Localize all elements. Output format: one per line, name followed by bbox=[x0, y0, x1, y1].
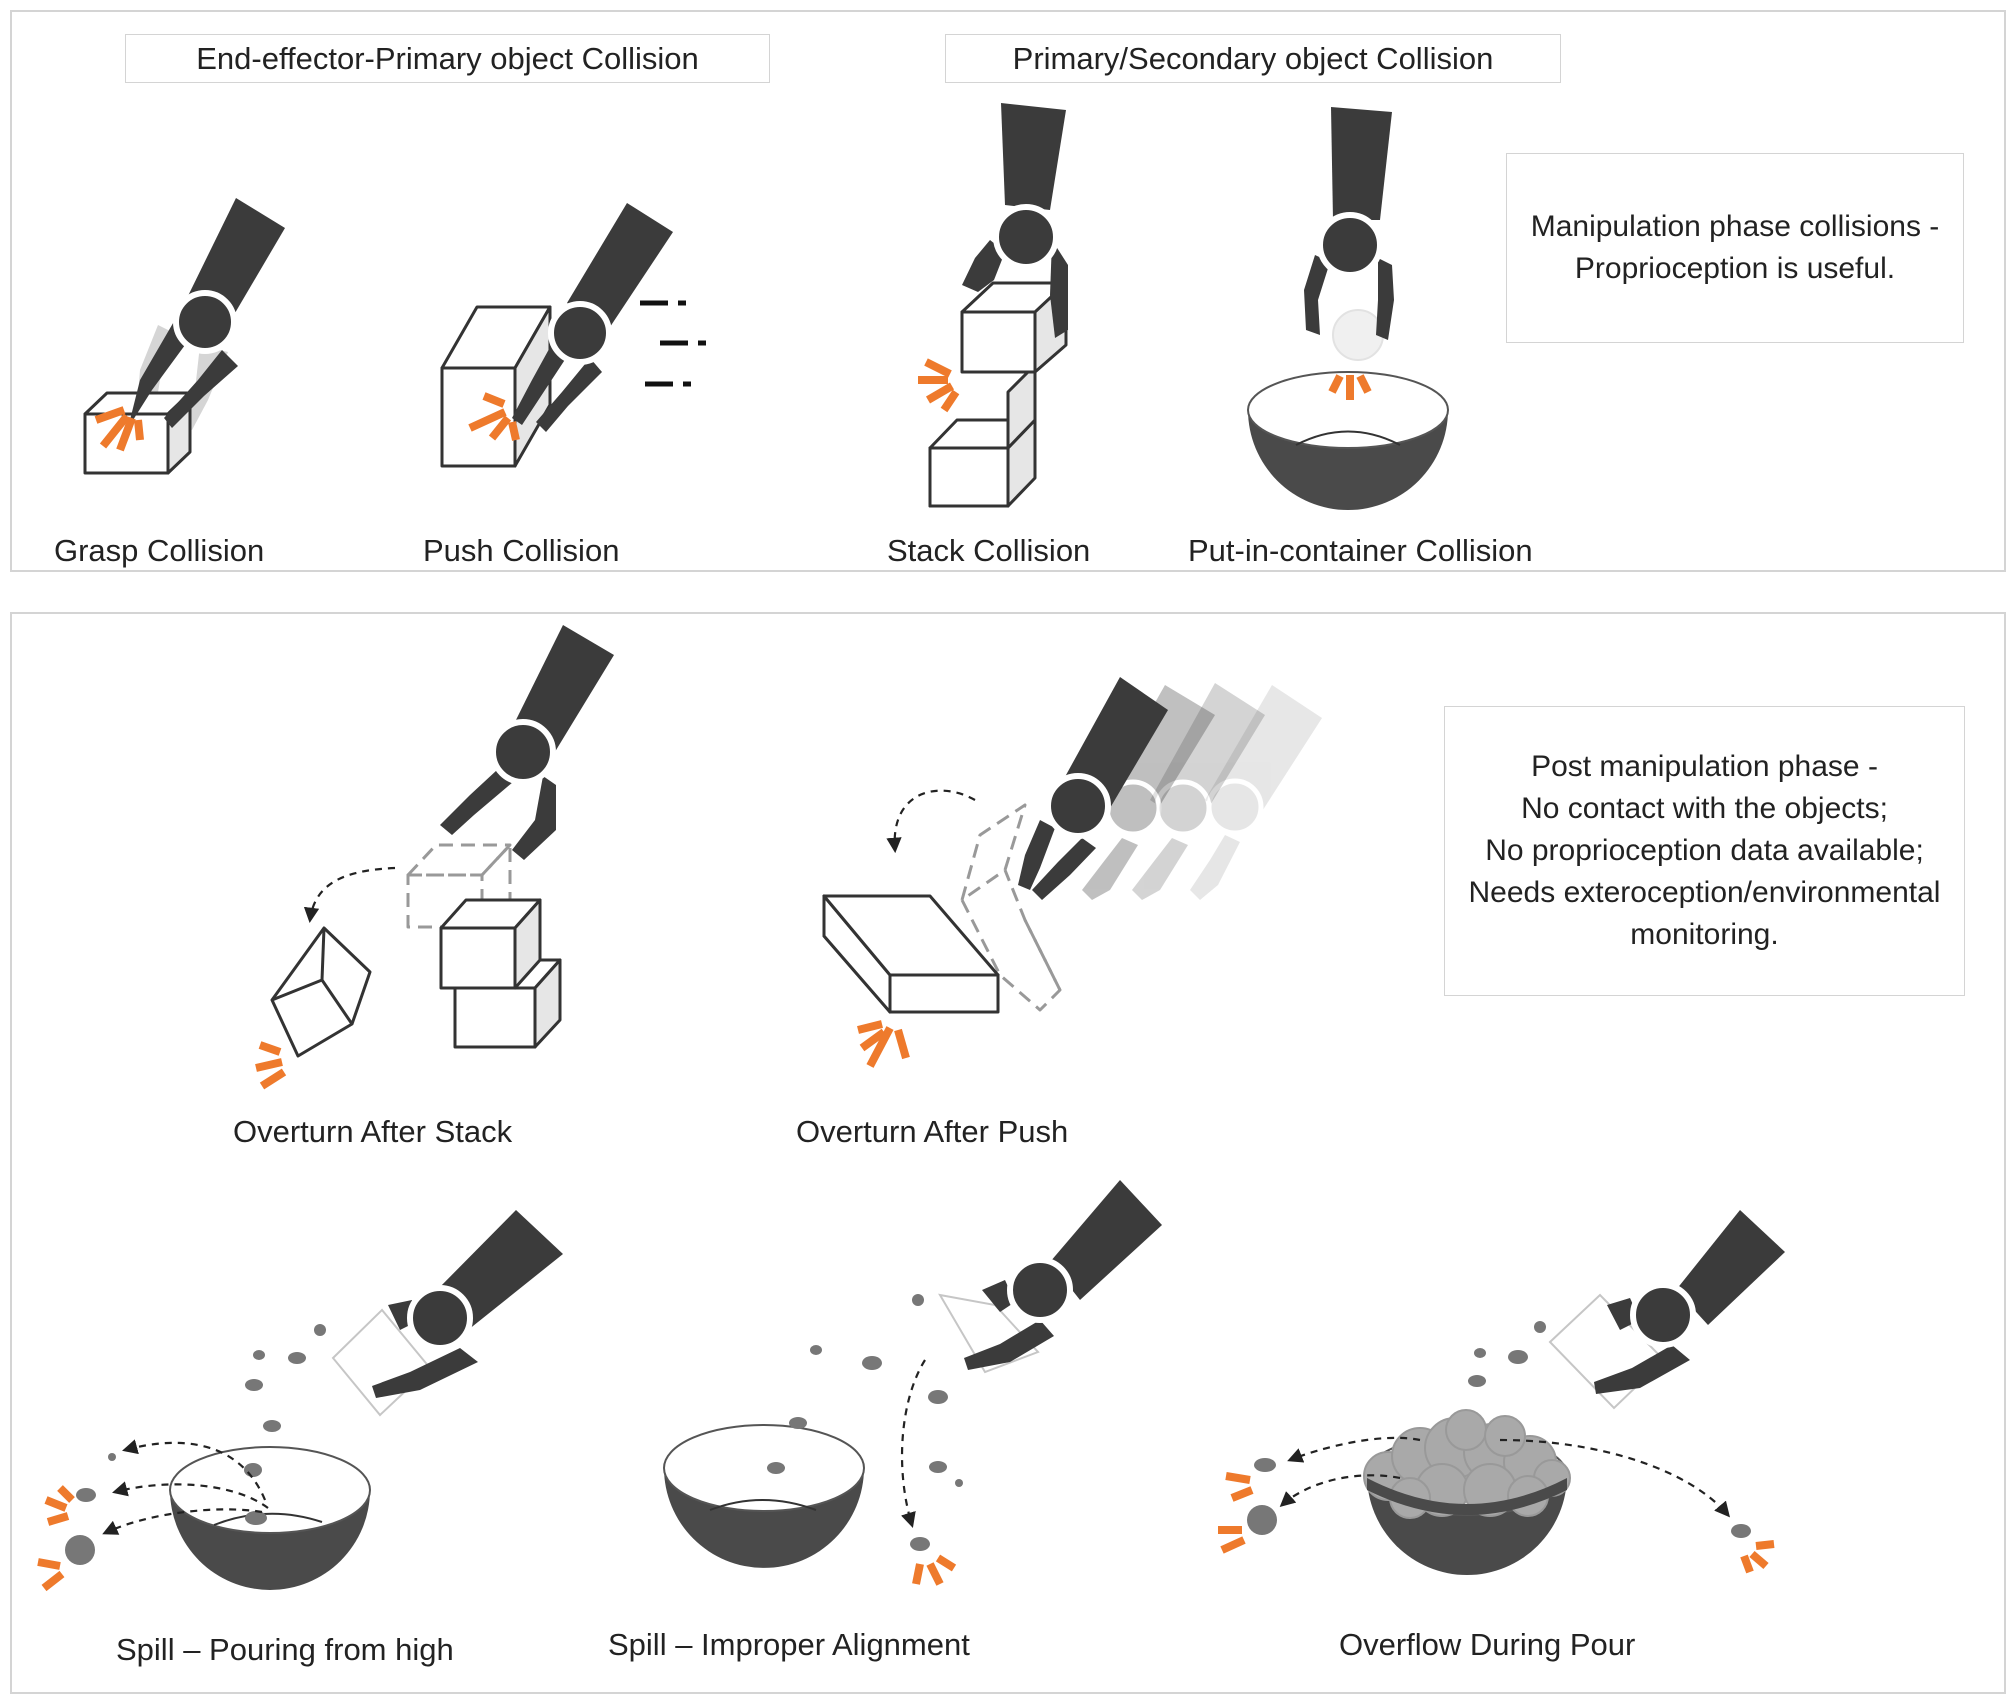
header-primary-secondary-collision: Primary/Secondary object Collision bbox=[945, 34, 1561, 83]
post-manipulation-phase-note: Post manipulation phase - No contact wit… bbox=[1444, 706, 1965, 996]
caption-put-in-container-collision: Put-in-container Collision bbox=[1188, 533, 1533, 568]
header-end-effector-collision: End-effector-Primary object Collision bbox=[125, 34, 770, 83]
caption-push-collision: Push Collision bbox=[423, 533, 620, 568]
caption-spill-improper-alignment: Spill – Improper Alignment bbox=[608, 1627, 970, 1662]
note-line: Manipulation phase collisions - bbox=[1530, 210, 1940, 243]
caption-grasp-collision: Grasp Collision bbox=[54, 533, 265, 568]
manipulation-phase-note: Manipulation phase collisions - Proprioc… bbox=[1506, 153, 1964, 343]
push-collision-illustration bbox=[440, 203, 706, 468]
overturn-after-stack-illustration bbox=[255, 625, 614, 1090]
spill-pouring-high-illustration bbox=[37, 1210, 563, 1592]
note-line: Post manipulation phase - bbox=[1531, 750, 1878, 783]
caption-overturn-after-push: Overturn After Push bbox=[796, 1114, 1069, 1149]
caption-overflow-during-pour: Overflow During Pour bbox=[1339, 1627, 1636, 1662]
overflow-during-pour-illustration bbox=[1218, 1210, 1785, 1575]
caption-spill-pouring-high: Spill – Pouring from high bbox=[116, 1632, 454, 1667]
put-in-container-collision-illustration bbox=[1247, 107, 1449, 510]
note-line: Needs exteroception/environmental bbox=[1468, 876, 1941, 909]
caption-overturn-after-stack: Overturn After Stack bbox=[233, 1114, 513, 1149]
note-line: Proprioception is useful. bbox=[1574, 252, 1896, 285]
overturn-after-push-illustration bbox=[822, 677, 1322, 1068]
spill-improper-alignment-illustration bbox=[663, 1180, 1162, 1586]
note-line: monitoring. bbox=[1630, 918, 1779, 951]
stack-collision-illustration bbox=[918, 103, 1068, 508]
note-line: No proprioception data available; bbox=[1485, 834, 1924, 867]
caption-stack-collision: Stack Collision bbox=[887, 533, 1091, 568]
note-line: No contact with the objects; bbox=[1521, 792, 1888, 825]
grasp-collision-illustration bbox=[83, 198, 285, 475]
